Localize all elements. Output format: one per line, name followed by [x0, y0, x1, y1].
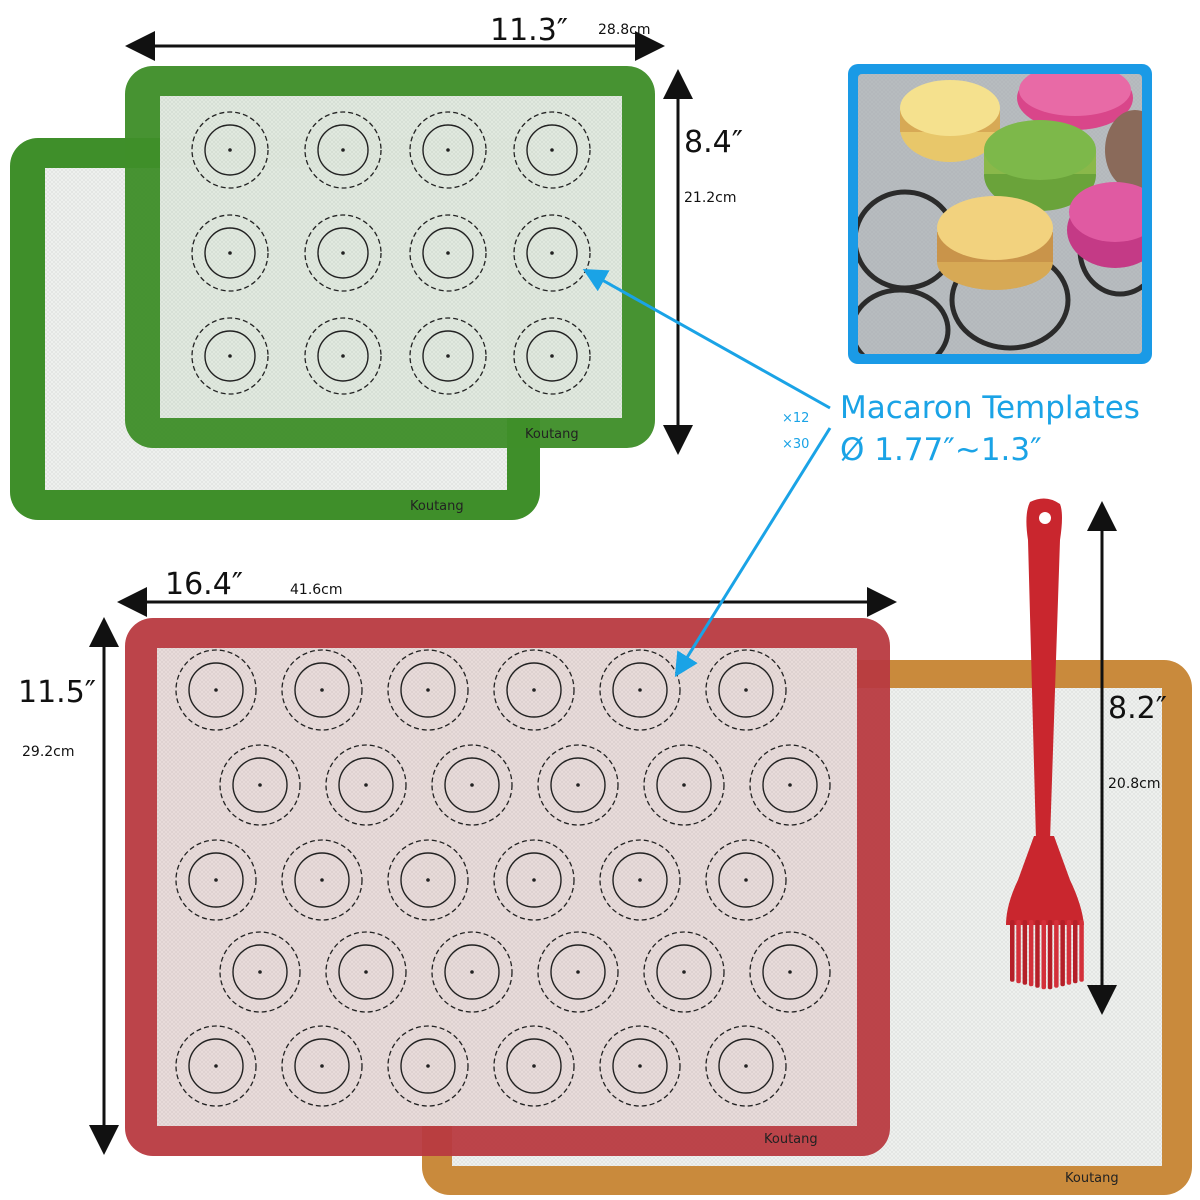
- brand-label: Koutang: [1065, 1171, 1119, 1186]
- macaron-template: [705, 1025, 787, 1107]
- macaron-template: [387, 839, 469, 921]
- macaron-template: [281, 1025, 363, 1107]
- basting-brush-icon: [1006, 498, 1084, 990]
- macaron-template: [409, 214, 487, 292]
- macaron-template: [537, 931, 619, 1013]
- small-height-cm: 21.2cm: [684, 190, 737, 206]
- red-mat: Koutang: [125, 618, 890, 1156]
- macaron-template: [493, 839, 575, 921]
- arrow-icon: [582, 269, 832, 678]
- macaron-template: [175, 839, 257, 921]
- macaron-template: [643, 931, 725, 1013]
- macaron-template: [599, 1025, 681, 1107]
- macaron-template: [387, 1025, 469, 1107]
- macaron-template: [513, 317, 591, 395]
- macaron-template: [493, 649, 575, 731]
- macaron-photo: [848, 64, 1152, 364]
- macaron-template-grid-large: [175, 649, 831, 1107]
- count-small: ×12: [782, 411, 809, 426]
- macaron-template: [219, 744, 301, 826]
- large-width-inch: 16.4″: [165, 567, 243, 602]
- orange-height-inch: 8.2″: [1108, 691, 1167, 726]
- large-height-inch: 11.5″: [18, 675, 96, 710]
- macaron-template: [599, 839, 681, 921]
- macaron-template: [281, 649, 363, 731]
- macaron-template: [387, 649, 469, 731]
- macaron-template: [705, 649, 787, 731]
- macaron-template: [175, 1025, 257, 1107]
- macaron-template: [191, 317, 269, 395]
- small-height-inch: 8.4″: [684, 125, 743, 160]
- green-mat-front: Koutang: [125, 66, 655, 448]
- macaron-template: [431, 931, 513, 1013]
- macaron-template: [304, 317, 382, 395]
- macaron-template: [191, 214, 269, 292]
- macaron-template: [304, 111, 382, 189]
- large-width-cm: 41.6cm: [290, 582, 343, 598]
- macaron-template: [219, 931, 301, 1013]
- macaron-template: [643, 744, 725, 826]
- callout-size: Ø 1.77″~1.3″: [840, 432, 1042, 468]
- macaron-template: [409, 111, 487, 189]
- brand-label: Koutang: [525, 427, 579, 442]
- macaron-template: [304, 214, 382, 292]
- macaron-template: [749, 931, 831, 1013]
- macaron-template: [513, 111, 591, 189]
- callout-title: Macaron Templates: [840, 390, 1140, 426]
- small-width-inch: 11.3″: [490, 13, 568, 48]
- orange-height-cm: 20.8cm: [1108, 776, 1161, 792]
- large-height-cm: 29.2cm: [22, 744, 75, 760]
- macaron-template: [325, 931, 407, 1013]
- macaron-template: [749, 744, 831, 826]
- macaron-template: [431, 744, 513, 826]
- macaron-template: [599, 649, 681, 731]
- macaron-template: [537, 744, 619, 826]
- brand-label: Koutang: [410, 499, 464, 514]
- small-width-cm: 28.8cm: [598, 22, 651, 38]
- macaron-template: [191, 111, 269, 189]
- count-large: ×30: [782, 437, 809, 452]
- macaron-template: [175, 649, 257, 731]
- macaron-template: [705, 839, 787, 921]
- macaron-template: [325, 744, 407, 826]
- macaron-template: [493, 1025, 575, 1107]
- brand-label: Koutang: [764, 1132, 818, 1147]
- macaron-template: [281, 839, 363, 921]
- macaron-template: [513, 214, 591, 292]
- macaron-template-grid-small: [191, 111, 591, 395]
- macaron-template: [409, 317, 487, 395]
